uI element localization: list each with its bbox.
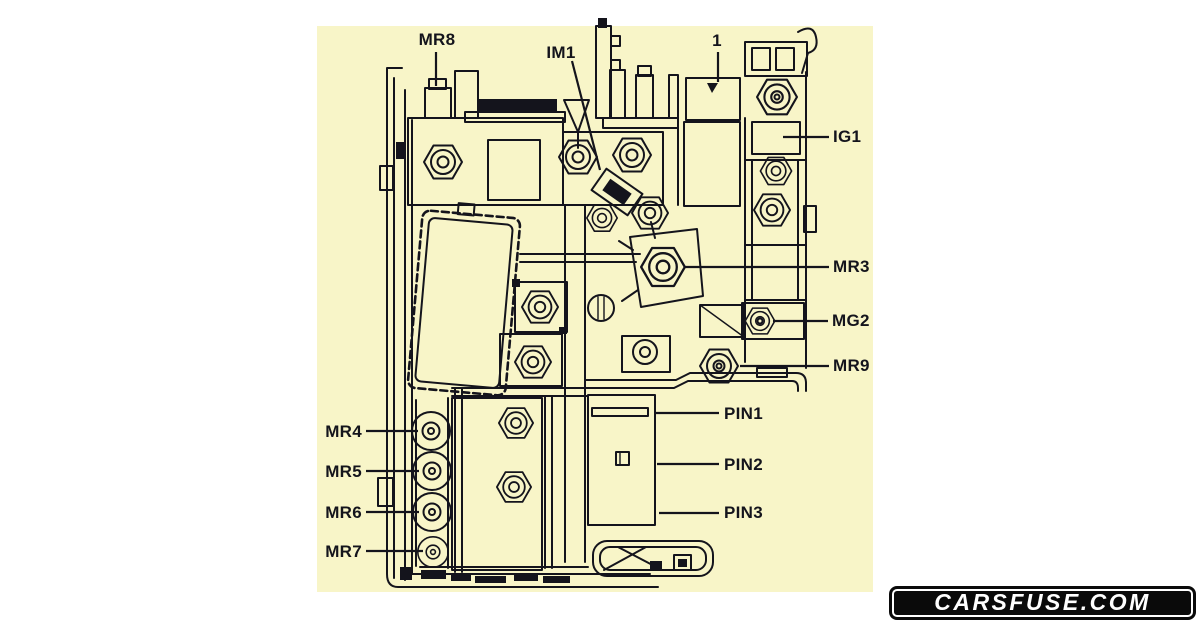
callout-mr7: MR7	[325, 542, 423, 561]
callout-mr6: MR6	[325, 503, 419, 522]
tilted-cover	[406, 202, 522, 397]
callout-mr9: MR9	[740, 356, 870, 375]
pin1-slot	[591, 407, 649, 417]
callout-mr5: MR5	[325, 462, 419, 481]
callout-mr3-label: MR3	[833, 257, 870, 276]
callout-pin1: PIN1	[656, 404, 763, 423]
relay-1-lower	[683, 121, 741, 207]
watermark-text: CARSFUSE.COM	[934, 588, 1151, 615]
tilted-connector	[590, 167, 644, 217]
callout-pin2-label: PIN2	[724, 455, 763, 474]
lower-plate	[451, 397, 543, 571]
callout-pin3-label: PIN3	[724, 503, 763, 522]
housing-outline	[386, 67, 659, 588]
callout-mr9-label: MR9	[833, 356, 870, 375]
mount-tab-left-lower	[377, 477, 394, 507]
callout-mr8-label: MR8	[419, 30, 456, 49]
diagram-panel	[317, 26, 873, 592]
callout-mr4: MR4	[325, 422, 418, 441]
hook-tab	[797, 27, 818, 74]
callout-im1-label: IM1	[546, 43, 575, 62]
callout-mr8: MR8	[419, 30, 456, 86]
callout-1: 1	[712, 31, 722, 82]
callout-mr3: MR3	[685, 257, 870, 276]
im1-funnel	[563, 99, 590, 133]
callout-ig1-label: IG1	[833, 127, 861, 146]
fuse-box-artwork	[377, 18, 818, 588]
callout-mg2-label: MG2	[832, 311, 870, 330]
callout-mg2: MG2	[773, 311, 870, 330]
callout-pin2: PIN2	[657, 455, 763, 474]
relay-1-upper	[685, 77, 741, 121]
mr3-bracket	[629, 228, 704, 308]
slotted-bolt	[587, 294, 615, 322]
callout-pin1-label: PIN1	[724, 404, 763, 423]
callout-ig1: IG1	[783, 127, 861, 146]
callout-im1: IM1	[546, 43, 602, 171]
watermark-frame: CARSFUSE.COM	[892, 589, 1193, 617]
callout-mr4-label: MR4	[325, 422, 362, 441]
callout-pin3: PIN3	[659, 503, 763, 522]
callout-1-label: 1	[712, 31, 722, 50]
callouts: MR8 IM1 1 IG1 MR3 MG2	[325, 30, 870, 561]
pin-connector	[587, 394, 656, 526]
callout-mr7-label: MR7	[325, 542, 362, 561]
callout-mr5-label: MR5	[325, 462, 362, 481]
skid-frame	[592, 540, 714, 577]
mount-tab-left-upper	[379, 165, 394, 191]
callout-im1-leader	[570, 60, 602, 171]
watermark-badge: CARSFUSE.COM	[889, 586, 1196, 620]
callout-mr6-label: MR6	[325, 503, 362, 522]
pin2-window	[615, 451, 630, 466]
